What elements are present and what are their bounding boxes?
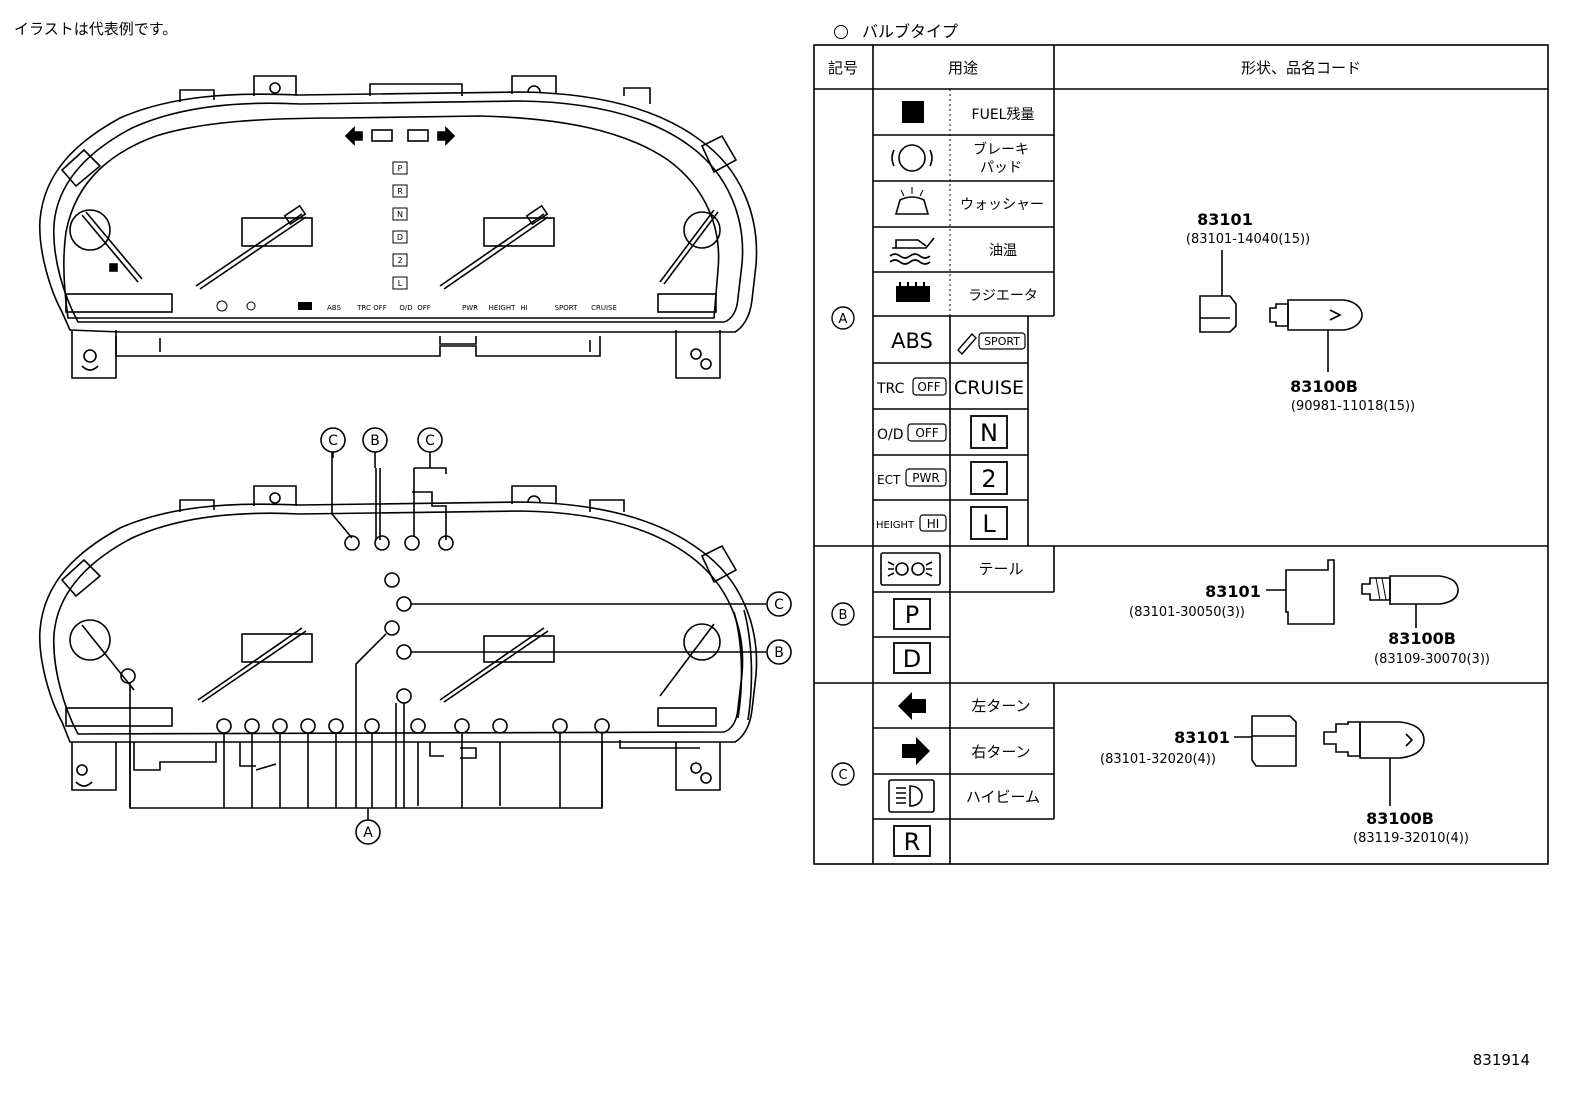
use-label-washer: ウォッシャー (960, 197, 1044, 213)
header-symbol: 記号 (828, 59, 858, 77)
oil-temp-icon (889, 237, 935, 265)
use-label-height: HEIGHT (876, 520, 915, 531)
warning-strip: ABS TRC OFF O/D OFF PWR HEIGHT HI SPORT … (216, 300, 617, 312)
shift-label: R (397, 187, 403, 196)
use-label-l: L (982, 510, 996, 538)
callout-letter: C (774, 597, 784, 613)
callout-letter: B (774, 645, 784, 661)
use-box-sport: SPORT (984, 335, 1020, 348)
use-label-od: O/D (877, 427, 904, 443)
table-title: バルブタイプ (834, 18, 958, 42)
use-label-fuel: FUEL残量 (972, 107, 1035, 123)
brake-pad-icon (891, 144, 933, 172)
shift-label: D (397, 233, 403, 242)
strip-label: HEIGHT (489, 304, 516, 312)
callout-letter: C (328, 433, 338, 449)
use-label-high-beam: ハイビーム (966, 788, 1040, 806)
callout-letter: B (370, 433, 380, 449)
shift-label: L (398, 279, 403, 288)
arrow-left-icon (898, 692, 926, 720)
shift-label: P (398, 164, 403, 173)
strip-label: ABS (327, 304, 341, 312)
group-symbol-c: C (838, 768, 847, 783)
illustration-note: イラストは代表例です。 (14, 20, 178, 38)
use-label-cruise: CRUISE (954, 377, 1024, 399)
shift-indicator-column: P R N D 2 L (392, 161, 408, 290)
use-label-tail: テール (978, 560, 1023, 578)
use-label-n: N (980, 419, 998, 447)
strip-label: OFF (417, 304, 431, 312)
socket-part-b: (83101-30050(3)) (1129, 605, 1245, 620)
socket-code-c: 83101 (1174, 728, 1230, 747)
strip-label: CRUISE (591, 304, 617, 312)
cluster-illustration: P R N D 2 L ABS TRC OFF O/D OFF PWR HEIG… (39, 75, 792, 845)
strip-label: TRC (356, 304, 371, 312)
arrow-right-icon (902, 737, 930, 765)
use-label-brake-2: パッド (980, 160, 1022, 176)
header-use: 用途 (948, 59, 978, 77)
sport-pen-icon (957, 332, 977, 356)
cluster-rear-view (39, 427, 792, 845)
socket-part-c: (83101-32020(4)) (1100, 752, 1216, 767)
socket-part-a: (83101-14040(15)) (1186, 232, 1310, 247)
use-label-d: D (903, 645, 921, 673)
fuel-square-icon (902, 101, 924, 123)
strip-label: SPORT (555, 304, 579, 312)
table-title-text: バルブタイプ (862, 22, 959, 41)
bulb-part-a: (90981-11018(15)) (1291, 399, 1415, 414)
use-box-ect-pwr: PWR (912, 471, 939, 485)
use-label-radiator: ラジエータ (968, 288, 1038, 304)
strip-label: PWR (462, 304, 478, 312)
tail-light-icon (880, 552, 941, 586)
socket-code-a: 83101 (1197, 210, 1253, 229)
bulb-part-c: (83119-32010(4)) (1353, 831, 1469, 846)
use-label-2: 2 (981, 465, 996, 493)
strip-label: O/D (399, 304, 412, 312)
cluster-front-view (39, 75, 758, 379)
use-label-right-turn: 右ターン (971, 743, 1030, 761)
group-c-bulb-drawing (1234, 715, 1425, 806)
callout-letter: C (425, 433, 435, 449)
bulb-code-a: 83100B (1290, 377, 1358, 396)
bulb-part-b: (83109-30070(3)) (1374, 652, 1490, 667)
bulb-type-table: 記号 用途 形状、品名コード A B C (813, 44, 1549, 865)
group-b-bulb-drawing (1266, 559, 1459, 628)
use-label-brake-1: ブレーキ (973, 141, 1029, 158)
use-box-od-off: OFF (915, 426, 938, 440)
group-a-bulb-drawing (1199, 250, 1363, 372)
callout-letter: A (363, 825, 373, 841)
use-box-height-hi: HI (927, 517, 940, 531)
use-label-abs: ABS (891, 329, 933, 353)
group-symbol-b: B (839, 608, 848, 623)
use-box-trc-off: OFF (917, 380, 940, 394)
bulb-code-c: 83100B (1366, 809, 1434, 828)
use-label-p: P (905, 601, 919, 629)
group-a-icon-rows (889, 101, 935, 302)
use-label-ect: ECT (877, 473, 901, 487)
shift-label: N (397, 210, 403, 219)
bulb-code-b: 83100B (1388, 629, 1456, 648)
radiator-icon (896, 282, 930, 302)
use-label-trc: TRC (876, 381, 905, 397)
use-label-r: R (904, 828, 921, 856)
group-symbol-a: A (839, 312, 848, 327)
socket-code-b: 83101 (1205, 582, 1261, 601)
use-label-oil-temp: 油温 (989, 243, 1017, 259)
strip-label: HI (520, 304, 527, 312)
shift-label: 2 (397, 256, 402, 265)
strip-label: OFF (373, 304, 387, 312)
circle-icon (834, 25, 848, 39)
washer-icon (894, 187, 930, 215)
use-label-left-turn: 左ターン (971, 697, 1030, 715)
header-shape: 形状、品名コード (1241, 59, 1361, 77)
figure-id: 831914 (1472, 1051, 1530, 1069)
high-beam-icon (888, 779, 935, 813)
